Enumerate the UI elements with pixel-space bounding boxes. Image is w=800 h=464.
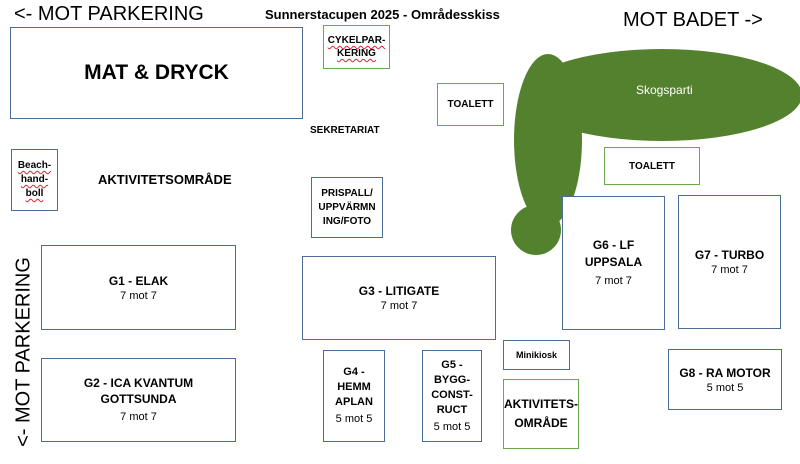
- field-g8: G8 - RA MOTOR 5 mot 5: [668, 349, 782, 410]
- mini-kiosk-area: Minikiosk: [503, 340, 570, 370]
- activity-area-bottom: AKTIVITETS- OMRÅDE: [503, 379, 579, 449]
- bike-parking-label-line2: KERING: [337, 48, 376, 59]
- field-g2-format: 7 mot 7: [120, 411, 157, 423]
- field-g6-name-line1: G6 - LF: [592, 237, 635, 252]
- prize-podium-label-line1: PRISPALL/: [321, 187, 373, 199]
- field-g4-name-line2: HEMM: [337, 381, 371, 393]
- forest-label: Skogsparti: [636, 83, 693, 97]
- beach-handball-area: Beach- hand- boll: [11, 149, 58, 211]
- field-g6-name-line2: UPPSALA: [584, 254, 643, 269]
- secretariat-label: SEKRETARIAT: [310, 125, 380, 136]
- bike-parking-label-line1: CYKELPAR-: [327, 35, 386, 46]
- field-g5-name-line1: G5 -: [441, 358, 463, 371]
- field-g1-name: G1 - ELAK: [108, 273, 169, 288]
- mini-kiosk-label: Minikiosk: [515, 350, 557, 360]
- field-g2: G2 - ICA KVANTUM GOTTSUNDA 7 mot 7: [41, 358, 236, 442]
- direction-parking-left: <- MOT PARKERING: [12, 257, 35, 447]
- field-g7: G7 - TURBO 7 mot 7: [678, 195, 781, 329]
- field-g5-format: 5 mot 5: [433, 420, 471, 433]
- field-g3-format: 7 mot 7: [380, 300, 418, 312]
- field-g4-name-line1: G4 -: [343, 366, 365, 378]
- field-g1: G1 - ELAK 7 mot 7: [41, 245, 236, 330]
- beach-handball-label-line2: hand-: [20, 174, 49, 185]
- toilet-area-2: TOALETT: [604, 147, 700, 185]
- field-g8-name: G8 - RA MOTOR: [679, 365, 771, 380]
- map-title: Sunnerstacupen 2025 - Områdesskiss: [265, 7, 500, 22]
- toilet-label-1: TOALETT: [447, 99, 494, 110]
- activity-area-bottom-line1: AKTIVITETS-: [504, 397, 578, 411]
- prize-podium-label-line2: UPPVÄRMN: [318, 201, 376, 213]
- toilet-area-1: TOALETT: [437, 83, 504, 126]
- food-and-drink-area: MAT & DRYCK: [10, 27, 303, 119]
- field-g5-name-line4: RUCT: [436, 403, 468, 416]
- field-g6: G6 - LF UPPSALA 7 mot 7: [562, 196, 665, 330]
- field-g5-name-line3: CONST-: [431, 388, 473, 401]
- beach-handball-label-line3: boll: [25, 188, 44, 199]
- field-g2-name-line1: G2 - ICA KVANTUM: [83, 376, 194, 390]
- field-g4-name-line3: APLAN: [335, 396, 373, 408]
- direction-parking-top: <- MOT PARKERING: [14, 3, 204, 25]
- field-g4-format: 5 mot 5: [335, 413, 373, 425]
- prize-podium-area: PRISPALL/ UPPVÄRMN ING/FOTO: [311, 177, 383, 238]
- field-g8-format: 5 mot 5: [706, 381, 744, 394]
- prize-podium-label-line3: ING/FOTO: [322, 215, 372, 227]
- activity-area-label: AKTIVITETSOMRÅDE: [98, 172, 232, 187]
- field-g6-format: 7 mot 7: [595, 274, 632, 287]
- field-g5-name-line2: BYGG-: [433, 373, 471, 386]
- toilet-label-2: TOALETT: [629, 160, 675, 172]
- field-g7-name: G7 - TURBO: [694, 248, 765, 262]
- field-g4: G4 - HEMM APLAN 5 mot 5: [323, 350, 385, 442]
- field-g2-name-line2: GOTTSUNDA: [100, 392, 177, 406]
- field-g1-format: 7 mot 7: [120, 289, 157, 302]
- activity-area-bottom-line2: OMRÅDE: [514, 416, 568, 430]
- field-g3: G3 - LITIGATE 7 mot 7: [302, 256, 496, 340]
- bike-parking-area: CYKELPAR- KERING: [323, 25, 390, 69]
- beach-handball-label-line1: Beach-: [17, 160, 52, 171]
- field-g5: G5 - BYGG- CONST- RUCT 5 mot 5: [422, 350, 482, 442]
- direction-beach: MOT BADET ->: [623, 9, 763, 31]
- field-g3-name: G3 - LITIGATE: [358, 284, 440, 298]
- food-and-drink-label: MAT & DRYCK: [84, 61, 229, 84]
- field-g7-format: 7 mot 7: [711, 264, 748, 276]
